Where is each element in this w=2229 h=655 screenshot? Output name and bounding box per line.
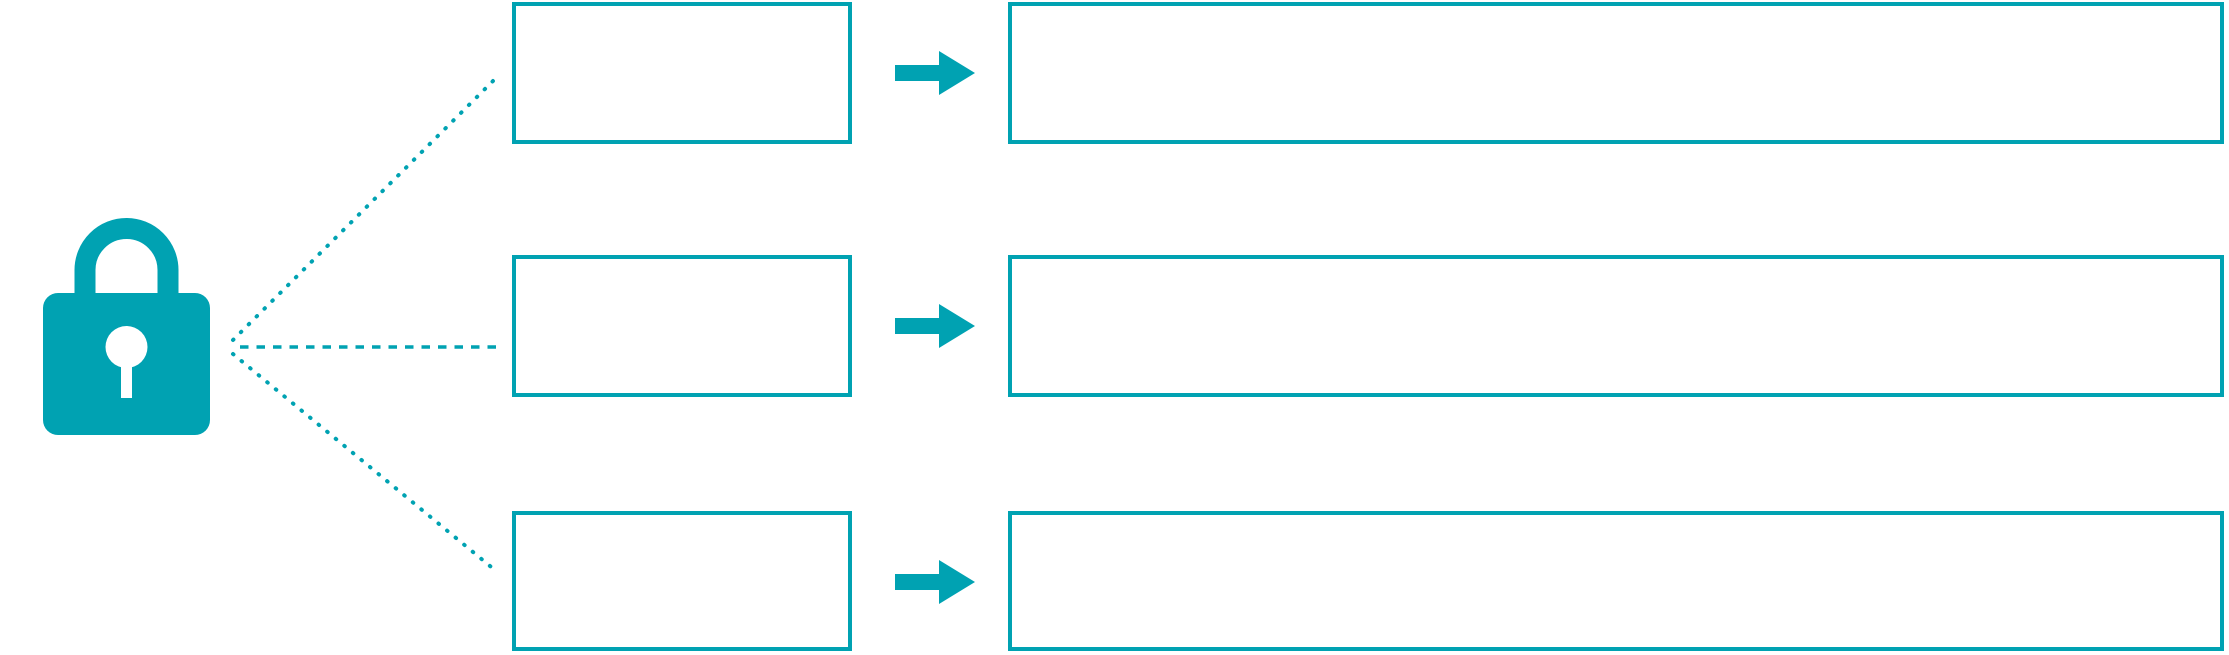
padlock-icon: [43, 218, 210, 435]
padlock-shackle: [74, 218, 179, 310]
description-box: [1008, 2, 2224, 144]
description-box: [1008, 255, 2224, 397]
right-arrow-icon: [895, 51, 975, 95]
connector-line-top: [231, 76, 498, 342]
term-box: [512, 255, 852, 397]
padlock-keyhole: [105, 326, 148, 368]
right-arrow-icon: [895, 560, 975, 604]
description-box: [1008, 511, 2224, 651]
term-box: [512, 511, 852, 651]
padlock-keyhole-stem: [121, 358, 132, 398]
right-arrow-icon: [895, 304, 975, 348]
term-box: [512, 2, 852, 144]
connector-line-bottom: [231, 352, 498, 573]
